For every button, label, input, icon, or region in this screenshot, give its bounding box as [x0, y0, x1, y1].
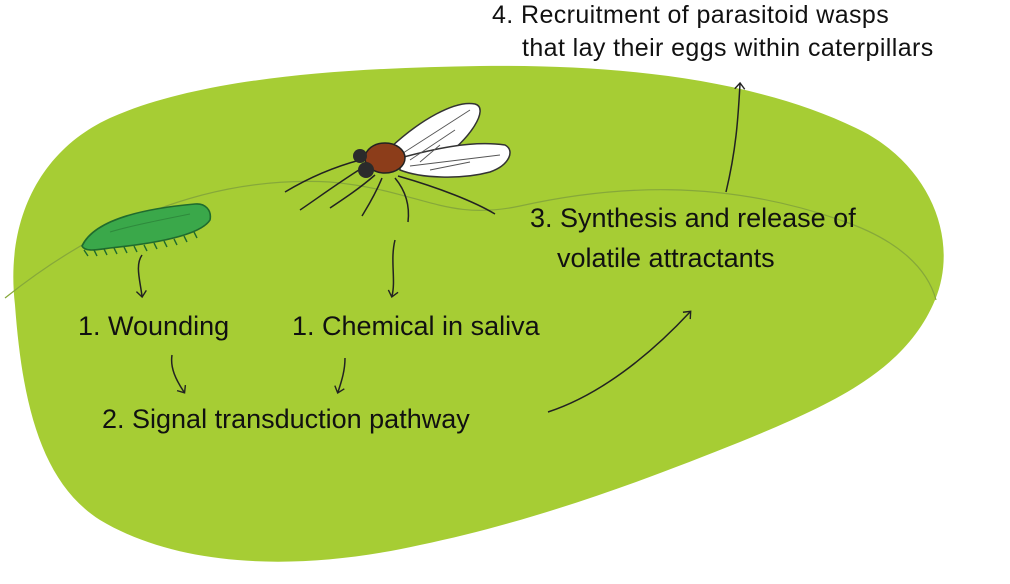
arrow-signal-to-synthesis — [547, 310, 692, 413]
label-wounding: 1. Wounding — [78, 311, 230, 341]
arrow-synthesis-to-recruitment — [725, 81, 746, 193]
leaf-icon — [4, 65, 944, 562]
arrow-caterpillar-to-wounding — [135, 254, 147, 299]
arrow-chemical-to-signal — [334, 357, 346, 394]
label-recruitment-line1: 4. Recruitment of parasitoid wasps — [492, 1, 890, 29]
caterpillar-icon — [81, 203, 212, 257]
label-signal-transduction: 2. Signal transduction pathway — [102, 404, 470, 434]
arrow-insect-to-chemical — [387, 239, 399, 299]
arrow-wounding-to-signal — [170, 354, 187, 394]
label-chemical-in-saliva: 1. Chemical in saliva — [292, 311, 540, 341]
label-synthesis-line2: volatile attractants — [557, 243, 775, 273]
insect-icon — [284, 102, 511, 223]
label-recruitment-line2: that lay their eggs within caterpillars — [522, 34, 934, 62]
label-synthesis-line1: 3. Synthesis and release of — [530, 203, 856, 233]
